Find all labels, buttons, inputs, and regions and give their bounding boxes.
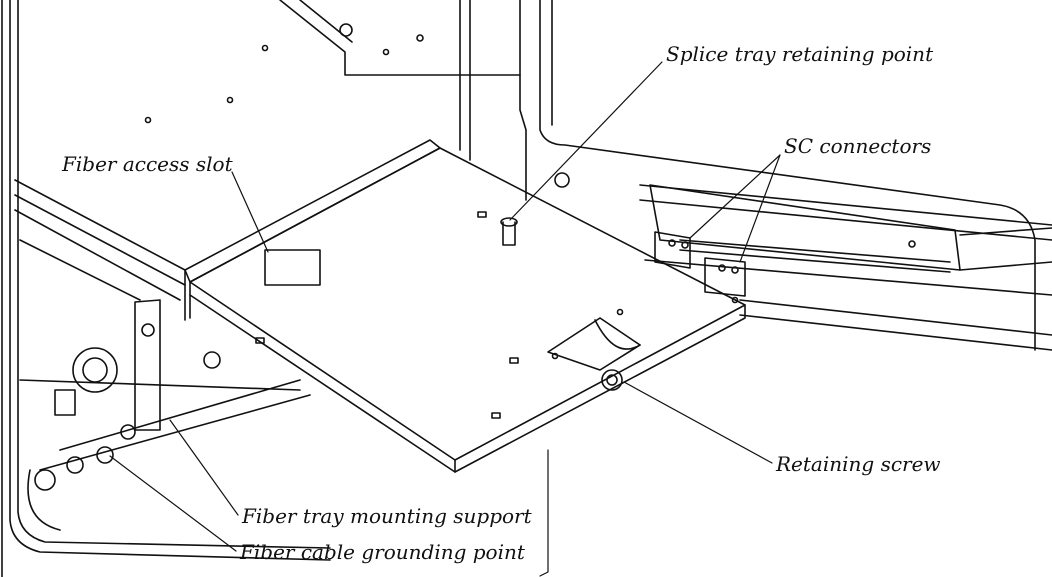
enclosure-frame — [1, 0, 331, 577]
label-fiber-cable-grounding-point: Fiber cable grounding point — [240, 540, 525, 564]
leader-fiber-cable-grounding-point — [109, 455, 237, 552]
back-panel — [279, 0, 1036, 351]
leader-sc-connector-1 — [689, 154, 781, 239]
leader-retaining-screw — [623, 381, 773, 464]
cable-glands — [34, 347, 221, 491]
leader-splice-tray-retaining-point — [509, 61, 663, 221]
leader-fiber-tray-mounting-support — [169, 419, 239, 516]
label-retaining-screw: Retaining screw — [776, 452, 941, 476]
fasteners — [144, 23, 570, 188]
right-door-panel — [639, 184, 1052, 351]
leader-lines — [109, 61, 781, 577]
leader-fiber-access-slot — [231, 171, 269, 253]
label-splice-tray-retaining-point: Splice tray retaining point — [666, 42, 934, 66]
bracket-line — [539, 449, 549, 577]
label-fiber-tray-mounting-support: Fiber tray mounting support — [242, 504, 532, 528]
splice-tray — [184, 139, 746, 473]
mounting-support — [134, 299, 161, 431]
leader-sc-connector-2 — [739, 154, 781, 263]
left-rail — [14, 179, 311, 471]
label-sc-connectors: SC connectors — [784, 134, 932, 158]
sc-connectors-art — [654, 231, 746, 297]
label-fiber-access-slot: Fiber access slot — [62, 152, 233, 176]
